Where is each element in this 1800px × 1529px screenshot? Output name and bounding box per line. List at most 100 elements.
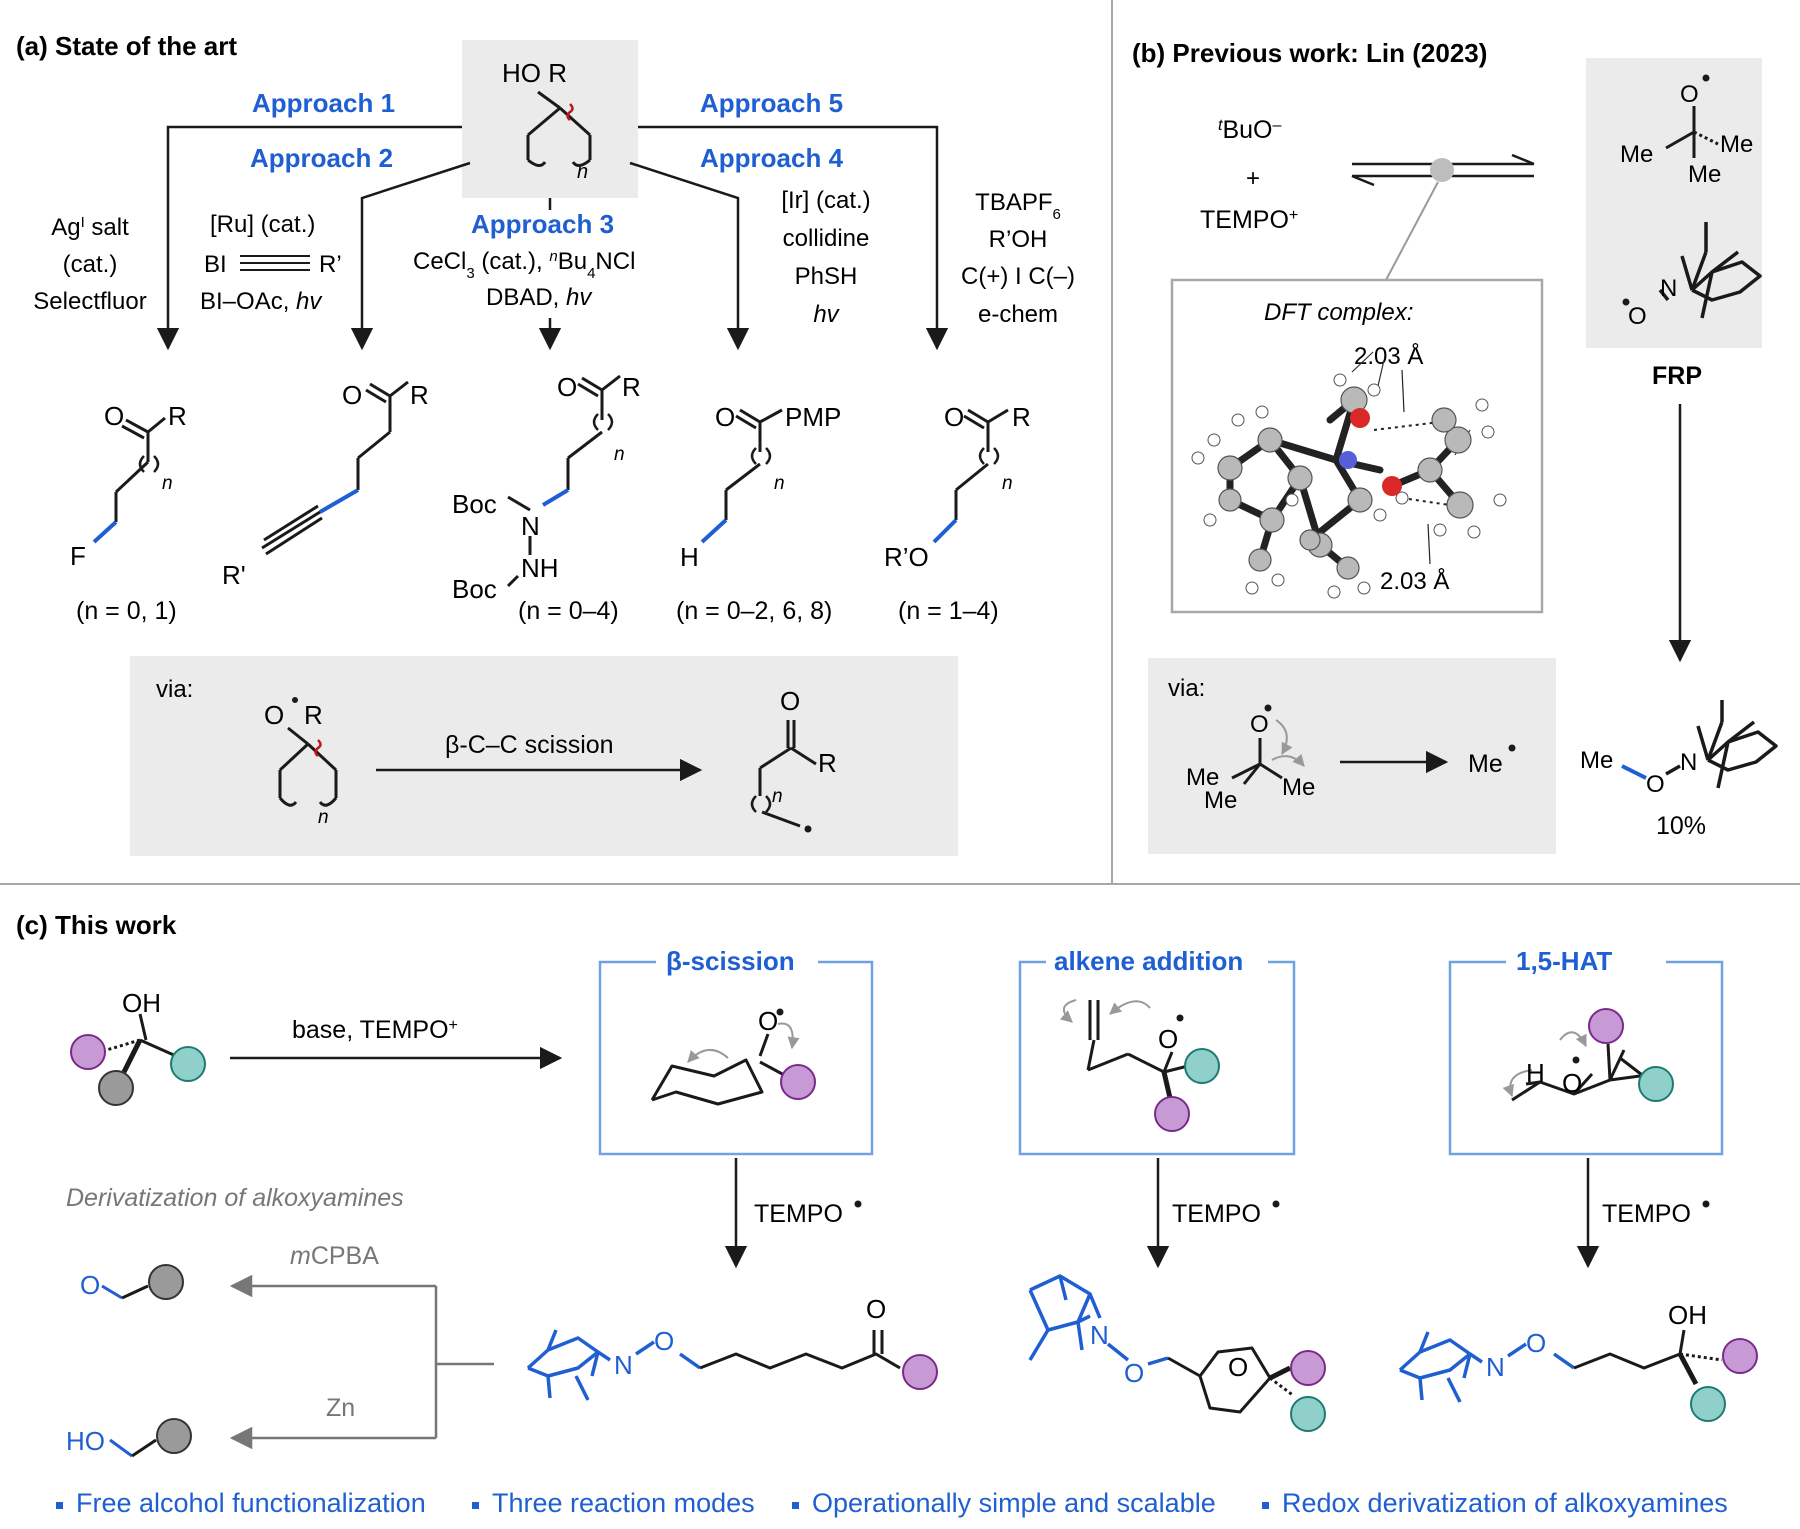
svg-text:R’: R’ [319,251,342,278]
svg-text:R: R [818,748,837,778]
svg-text:BI: BI [204,251,227,278]
svg-text:O: O [557,372,577,402]
dft-pointer-1 [1401,369,1405,413]
product-1-range: (n = 0, 1) [76,597,177,625]
substrate-box [462,40,638,198]
panel-a-via-box [130,656,958,856]
tempo-label-1: TEMPO [754,1200,843,1228]
svg-text:1,5-HAT: 1,5-HAT [1516,946,1612,976]
via-b-radical-dot [1264,704,1272,712]
frp-label: FRP [1652,362,1702,390]
svg-text:O: O [1526,1328,1546,1358]
product-alkene-teal-ball [1290,1396,1326,1432]
approach-2-conditions: [Ru] (cat.) BI R’ BI–OAc, hv [200,211,342,315]
via-b-tbuo [1231,738,1283,785]
dft-pointer-2 [1427,523,1431,565]
approach-2-label: Approach 2 [250,143,393,173]
svg-text:O: O [1646,771,1665,798]
dft-molecule-model [1191,351,1507,599]
product-hat-tempo [1398,1331,1576,1403]
hat-atoms: H O [1526,1058,1582,1098]
panel-b-via-label: via: [1168,675,1205,702]
tertiary-alcohol [99,1013,177,1074]
tempo-radical-atoms: N O [1628,275,1677,330]
svg-text:R: R [410,380,429,410]
feature-list: Free alcohol functionalization Three rea… [56,1488,1728,1518]
panel-a-via-label: via: [156,676,193,703]
svg-text:Me: Me [1720,131,1753,158]
dft-complex-box [1170,278,1544,614]
svg-text:O: O [1680,81,1699,108]
svg-text:O: O [1124,1358,1144,1388]
via-scission-marker [314,739,322,757]
product-beta-chain [699,1330,901,1370]
svg-text:TBAPF6: TBAPF6 [975,189,1061,223]
alkene-structure [1086,1000,1189,1099]
dft-label: DFT complex: [1264,299,1413,326]
product-3-atoms: O R n Boc N NH Boc [452,372,641,604]
mode-box-alkene: alkene addition [1018,946,1296,1156]
svg-text:N: N [1660,275,1677,302]
svg-text:N: N [1680,749,1697,776]
feature-3: Operationally simple and scalable [812,1488,1216,1518]
product-alkene-purple-ball [1290,1350,1326,1386]
tempo-radical [1658,222,1762,319]
product-beta-purple-ball [902,1354,938,1390]
beta-o: O [758,1006,778,1036]
svg-text:β-scission: β-scission [666,946,795,976]
product-5-atoms: O R n R’O [884,402,1031,572]
hat-purple-ball [1588,1008,1624,1044]
approach-1-conditions: AgI salt (cat.) Selectfluor [33,214,146,316]
via-ring-opened [750,720,817,828]
beta-chair [650,1033,787,1106]
svg-text:R': R' [222,560,246,590]
cyclobutanol-ring [526,90,592,167]
product-beta-tempo [526,1329,702,1401]
hat-teal-ball [1638,1066,1674,1102]
final-yield: 10% [1656,812,1706,840]
product-alkene-tempo [1028,1274,1169,1366]
svg-text:H: H [1526,1058,1545,1088]
via-cyclobutoxyl-atoms: O R n [264,700,329,828]
alkene-purple-ball [1154,1096,1190,1132]
alkene-curly-arrow-2 [1109,1000,1151,1015]
beta-purple-ball [780,1064,816,1100]
zn-label: Zn [326,1394,355,1422]
aldehyde-o: O [80,1270,100,1300]
tempo-dot-1 [854,1200,862,1208]
mode-box-beta: β-scission [598,946,874,1156]
dft-distance-1: 2.03 Å [1354,342,1423,370]
equilibrium-node [1430,158,1454,182]
svg-text:n: n [162,473,173,494]
svg-text:O: O [264,700,284,730]
svg-text:O: O [866,1294,886,1324]
svg-text:Me: Me [1580,747,1613,774]
alkene-o-dot [1176,1014,1184,1022]
product-hat-atoms: N O OH [1486,1300,1707,1382]
mode-box-hat: 1,5-HAT [1448,946,1724,1156]
svg-text:n: n [1002,473,1013,494]
svg-text:O: O [944,402,964,432]
reagent-tbuo: tBuO– [1218,116,1281,144]
svg-text:Me: Me [1688,161,1721,188]
svg-text:R: R [1012,402,1031,432]
svg-text:Me: Me [1282,774,1315,801]
methyl-radical-dot [1508,744,1516,752]
substrate-label: HO R [502,58,567,88]
svg-text:Boc: Boc [452,574,497,604]
svg-text:R: R [622,372,641,402]
svg-text:R’O: R’O [884,542,929,572]
product-4-range: (n = 0–2, 6, 8) [676,597,832,625]
substrate-purple-ball [70,1034,106,1070]
tempo-dot-3 [1702,1200,1710,1208]
product-hat-purple-ball [1722,1338,1758,1374]
methoxy-tempo-atoms: Me O N [1580,747,1697,798]
svg-text:Me: Me [1204,787,1237,814]
via-cyclobutoxyl [278,726,338,807]
via-radical-dot-1 [292,697,298,703]
hat-curly-arrow-1 [1559,1031,1587,1048]
alkynyl-bond [240,255,310,271]
svg-text:n: n [774,473,785,494]
via-b-curly-arrow-1 [1275,719,1293,756]
